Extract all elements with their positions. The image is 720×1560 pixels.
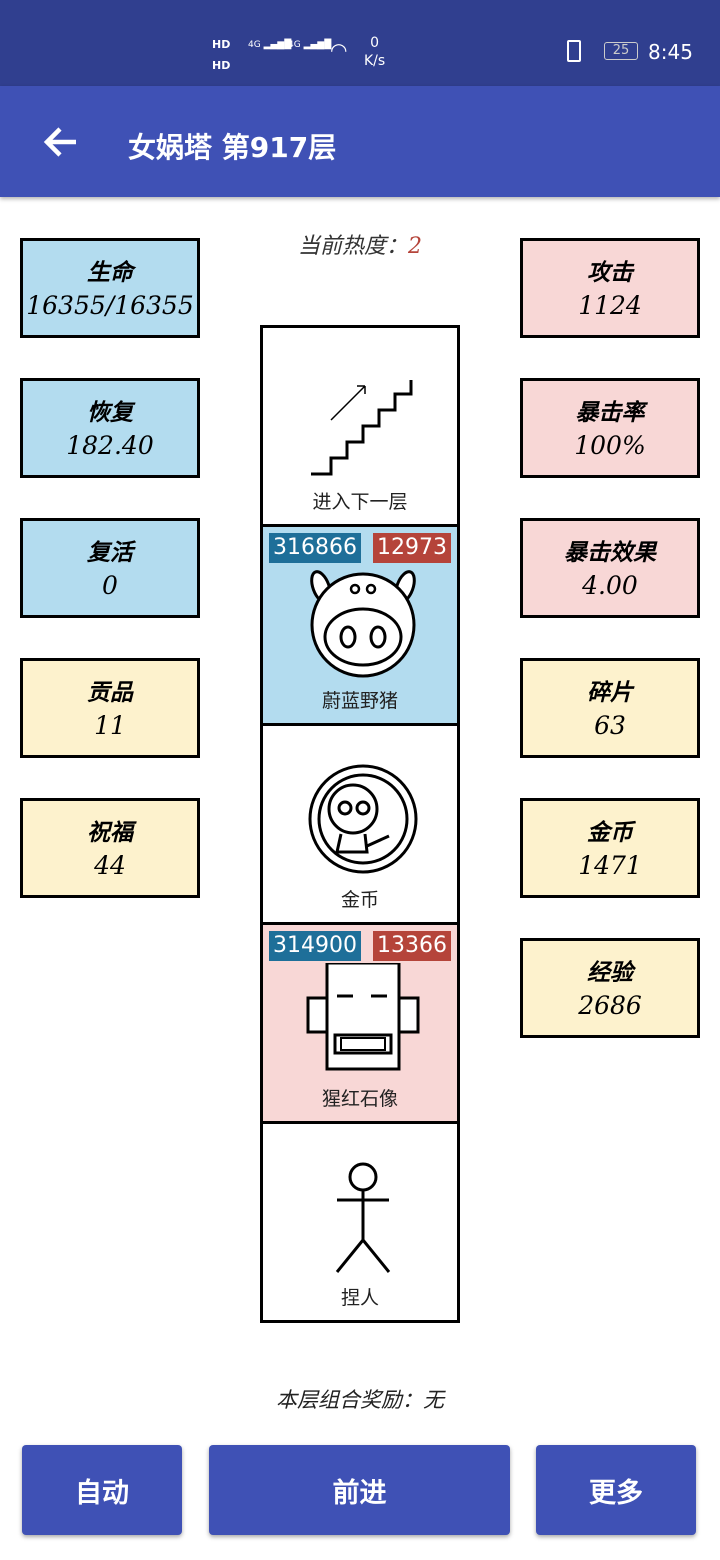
- floor-combo-reward: 本层组合奖励：无: [276, 1388, 444, 1412]
- stat-box: 复活 0: [20, 518, 200, 618]
- stat-box: 祝福 44: [20, 798, 200, 898]
- stairs-icon: [311, 380, 413, 476]
- tower-cell-stairs[interactable]: 进入下一层: [263, 328, 457, 527]
- stat-label: 经验: [587, 959, 633, 986]
- stat-value: 16355/16355: [26, 291, 194, 320]
- more-button[interactable]: 更多: [536, 1445, 696, 1535]
- signal1-icon: 4G ▂▄▆█: [248, 40, 292, 50]
- back-arrow-icon[interactable]: [40, 122, 80, 162]
- stat-label: 生命: [87, 259, 133, 286]
- battery-icon: 25: [604, 42, 638, 60]
- app-bar: 女娲塔 第917层: [0, 86, 720, 197]
- enemy-attack-badge: 12973: [373, 533, 451, 563]
- heat-indicator: 当前热度：2: [297, 234, 422, 259]
- stat-value: 100%: [574, 431, 646, 460]
- vibrate-icon: [567, 40, 581, 62]
- stat-label: 攻击: [587, 259, 633, 286]
- hd1-icon: HD: [212, 38, 231, 51]
- stick-figure-icon: [335, 1162, 391, 1273]
- coin-icon: [308, 764, 418, 874]
- enemy-hp-badge: 314900: [269, 931, 361, 961]
- stat-box: 生命 16355/16355: [20, 238, 200, 338]
- boar-icon: [310, 570, 416, 678]
- stat-value: 4.00: [582, 571, 638, 600]
- tower-cell-player[interactable]: 捏人: [263, 1124, 457, 1323]
- stat-value: 63: [594, 711, 626, 740]
- stat-label: 贡品: [87, 679, 133, 706]
- stat-box: 金币 1471: [520, 798, 700, 898]
- stat-value: 11: [94, 711, 126, 740]
- speed-unit: K/s: [364, 53, 386, 69]
- stat-box: 攻击 1124: [520, 238, 700, 338]
- forward-button[interactable]: 前进: [209, 1445, 510, 1535]
- stat-box: 暴击率 100%: [520, 378, 700, 478]
- stat-label: 碎片: [587, 679, 633, 706]
- tower-cell-coin[interactable]: 金币: [263, 726, 457, 925]
- stat-box: 暴击效果 4.00: [520, 518, 700, 618]
- tower-cell-enemy-boar[interactable]: 316866 12973 蔚蓝野猪: [263, 527, 457, 726]
- stat-label: 暴击率: [575, 399, 645, 426]
- stat-value: 182.40: [66, 431, 154, 460]
- stat-box: 经验 2686: [520, 938, 700, 1038]
- statue-icon: [306, 963, 420, 1071]
- stat-label: 复活: [87, 539, 133, 566]
- hd2-icon: HD: [212, 59, 231, 72]
- enemy-attack-badge: 13366: [373, 931, 451, 961]
- clock: 8:45: [648, 40, 693, 64]
- tower-cell-enemy-statue[interactable]: 314900 13366 猩红石像: [263, 925, 457, 1124]
- stat-value: 2686: [578, 991, 642, 1020]
- stat-value: 0: [102, 571, 118, 600]
- stat-box: 恢复 182.40: [20, 378, 200, 478]
- tower-column: 进入下一层 316866 12973 蔚蓝野猪 金币 314900 13366 …: [260, 325, 460, 1323]
- auto-button[interactable]: 自动: [22, 1445, 182, 1535]
- stat-value: 1124: [578, 291, 642, 320]
- stat-label: 祝福: [87, 819, 133, 846]
- stat-label: 恢复: [87, 399, 133, 426]
- stat-label: 金币: [587, 819, 633, 846]
- stat-label: 暴击效果: [564, 539, 656, 566]
- speed-value: 0: [370, 35, 380, 51]
- stat-value: 1471: [578, 851, 642, 880]
- page-title: 女娲塔 第917层: [128, 131, 337, 164]
- enemy-hp-badge: 316866: [269, 533, 361, 563]
- stat-value: 44: [94, 851, 126, 880]
- stat-box: 贡品 11: [20, 658, 200, 758]
- wifi-icon: ◠: [330, 38, 348, 62]
- signal2-icon: 4G ▂▄▆█: [288, 40, 332, 50]
- stat-box: 碎片 63: [520, 658, 700, 758]
- status-bar: HD HD 4G ▂▄▆█ 4G ▂▄▆█ ◠ 0 K/s 25 8:45: [0, 0, 720, 86]
